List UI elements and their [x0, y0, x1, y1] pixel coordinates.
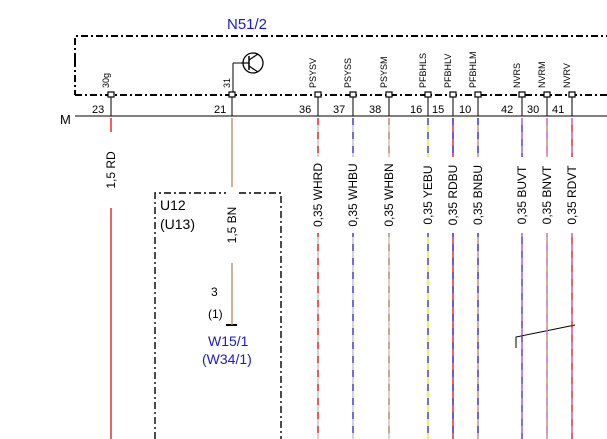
pin-signal-name: NVRS — [512, 63, 522, 88]
splice-alt-label: (U13) — [160, 216, 195, 232]
pin-signal-name: PSYSV — [308, 58, 318, 88]
pin-signal-name: 30g — [101, 73, 111, 88]
ground-bar-label: M — [60, 112, 71, 127]
wire-label: 0,35 YEBU — [421, 165, 435, 224]
splice-box — [154, 192, 282, 439]
wire-label-background — [541, 157, 553, 233]
wire-label-background — [347, 157, 359, 233]
ground-point-alt-label: (W34/1) — [202, 351, 252, 367]
wire-label: 0,35 WHBU — [346, 163, 360, 226]
wire-label: 0,35 BUVT — [515, 165, 529, 224]
pin-terminal — [449, 91, 457, 98]
pin-number: 23 — [92, 104, 104, 116]
pin-signal-name: 31 — [222, 78, 232, 88]
ground-point-label: W15/1 — [208, 333, 249, 349]
splice-pin: 3 — [211, 285, 218, 299]
splice-label: U12 — [160, 197, 186, 213]
pin-terminal — [107, 91, 115, 98]
pin-terminal — [314, 91, 322, 98]
wire-label: 0,35 RDBU — [446, 165, 460, 226]
pin-terminal — [349, 91, 357, 98]
pin-terminal — [424, 91, 432, 98]
pin-signal-name: NVRM — [537, 62, 547, 89]
pin-terminal — [518, 91, 526, 98]
wire-label-background — [516, 157, 528, 233]
wire-label: 1,5 RD — [104, 151, 118, 189]
pin-terminal — [543, 91, 551, 98]
pin-terminal — [568, 91, 576, 98]
wire-label-background — [226, 187, 238, 263]
wire-label: 0,35 RDVT — [565, 165, 579, 225]
pin-number: 37 — [333, 104, 345, 116]
pin-signal-name: NVRV — [562, 63, 572, 88]
control-unit-housing — [74, 35, 607, 60]
pin-signal-name: PSYSS — [343, 58, 353, 88]
wire-label: 0,35 WHRD — [311, 163, 325, 227]
pin-signal-name: PFBHLS — [418, 53, 428, 88]
pin-number: 30 — [527, 104, 539, 116]
wire-label-background — [566, 157, 578, 233]
pin-terminal — [474, 91, 482, 98]
pin-number: 15 — [432, 104, 444, 116]
pin-signal-name: PSYSM — [379, 56, 389, 88]
wire-label-background — [105, 132, 117, 208]
pin-number: 36 — [299, 104, 311, 116]
wire-label-background — [472, 157, 484, 233]
wire-label: 0,35 BNVT — [540, 165, 554, 224]
component-label: N51/2 — [227, 16, 267, 33]
wire-label-background — [312, 157, 324, 233]
twisted-pair-mark — [515, 324, 576, 348]
pin-signal-name: PFBHLV — [443, 54, 453, 88]
pin-number: 21 — [214, 104, 226, 116]
wire-label-background — [422, 157, 434, 233]
wire-label-background — [447, 157, 459, 233]
wire-label: 0,35 WHBN — [382, 163, 396, 226]
transistor-icon — [232, 52, 264, 92]
pins-layer: 23 30g 1,5 RD 21 31 1,5 BN 36 PSYSV 0,35 WHRD 37 P… — [92, 51, 579, 439]
pin-terminal — [228, 91, 236, 98]
pin-number: 41 — [552, 104, 564, 116]
pin-number: 16 — [410, 104, 422, 116]
wire-label: 1,5 BN — [225, 207, 239, 244]
pin-number: 10 — [459, 104, 471, 116]
pin-number: 38 — [369, 104, 381, 116]
splice-alt-pin: (1) — [208, 307, 223, 321]
wire-label: 0,35 BNBU — [471, 165, 485, 225]
wire-label-background — [383, 157, 395, 233]
pin-terminal — [385, 91, 393, 98]
pin-signal-name: PFBHLM — [468, 51, 478, 88]
pin-number: 42 — [501, 104, 513, 116]
